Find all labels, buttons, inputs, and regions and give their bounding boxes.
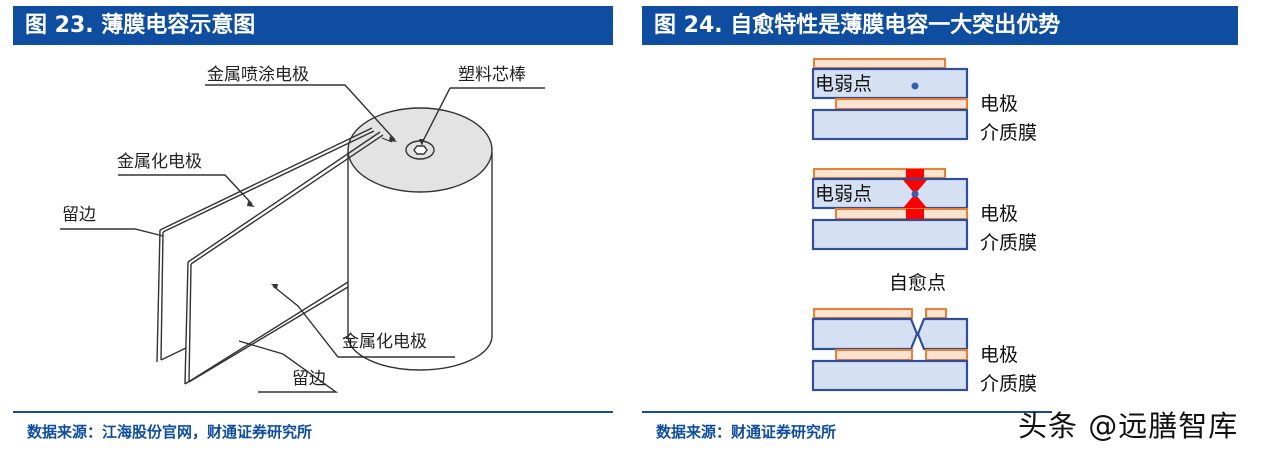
label-weak-point-2: 电弱点 xyxy=(815,183,872,205)
source-right: 数据来源：财通证券研究所 xyxy=(656,423,837,441)
source-left: 数据来源：江海股份官网，财通证券研究所 xyxy=(27,423,313,441)
label-dielectric-2: 介质膜 xyxy=(980,232,1037,254)
watermark: 头条 @远膳智库 xyxy=(1018,409,1239,443)
label-weak-point-1: 电弱点 xyxy=(815,73,872,95)
divider-right xyxy=(642,411,1052,413)
label-electrode-2: 电极 xyxy=(980,203,1018,225)
label-metallized-electrode-bottom: 金属化电极 xyxy=(342,332,427,352)
label-dielectric-3: 介质膜 xyxy=(980,373,1037,395)
label-margin-top: 留边 xyxy=(62,205,96,225)
label-margin-bottom: 留边 xyxy=(292,369,326,389)
label-electrode-1: 电极 xyxy=(980,93,1018,115)
label-electrode-3: 电极 xyxy=(980,344,1018,366)
divider-left xyxy=(13,411,613,413)
label-metallized-electrode-top: 金属化电极 xyxy=(117,152,202,172)
figure-23-title: 图 23. 薄膜电容示意图 xyxy=(13,6,613,45)
label-plastic-core: 塑料芯棒 xyxy=(458,65,526,85)
label-self-healing-point: 自愈点 xyxy=(889,272,946,294)
film-capacitor-diagram: 金属喷涂电极 塑料芯棒 金属化电极 留边 金属化电极 留边 xyxy=(60,65,545,393)
label-dielectric-1: 介质膜 xyxy=(980,122,1037,144)
label-sprayed-electrode: 金属喷涂电极 xyxy=(207,65,309,85)
block-weak-point: 电弱点 电极 介质膜 xyxy=(811,58,1037,144)
self-healing-diagram: .el { fill:#FBE3D2; stroke:#ED7D31; stro… xyxy=(811,58,1037,395)
block-breakdown: 电弱点 电极 介质膜 xyxy=(811,168,1037,254)
block-healed: 电极 介质膜 xyxy=(811,308,1037,395)
figure-24-title: 图 24. 自愈特性是薄膜电容一大突出优势 xyxy=(642,6,1238,45)
